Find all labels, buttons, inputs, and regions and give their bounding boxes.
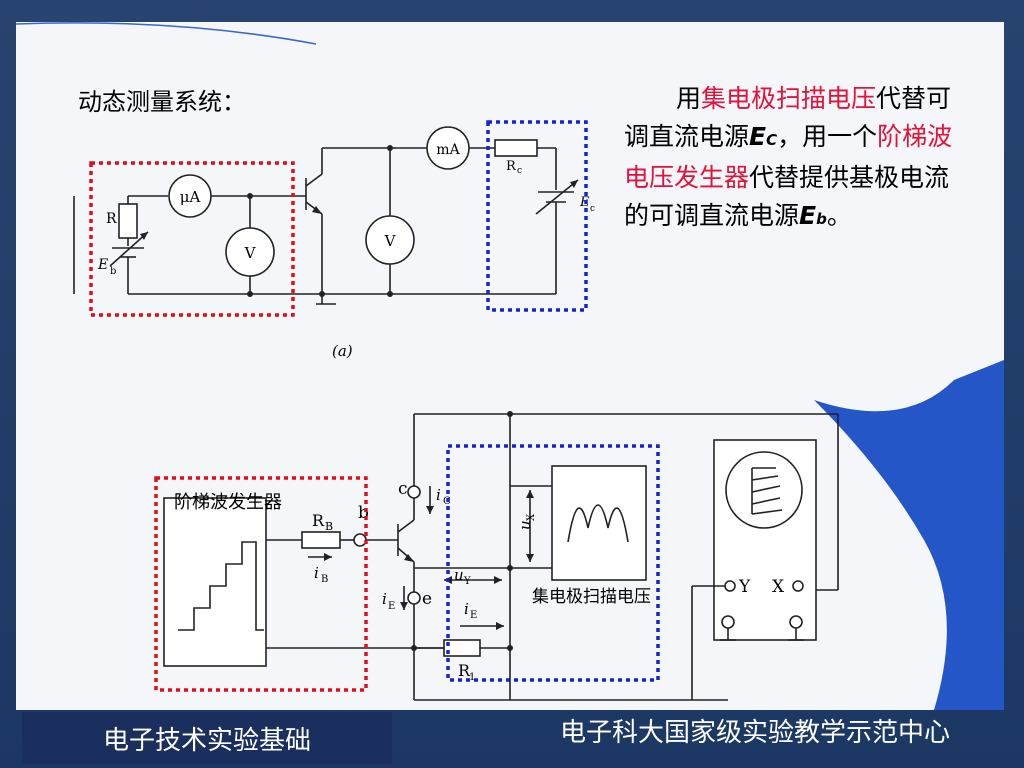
label-ib-sub: B: [321, 574, 328, 585]
label-uy-sub: Y: [463, 576, 471, 587]
label-r1: R: [458, 661, 471, 680]
label-ec-sub: c: [590, 204, 595, 214]
label-c: c: [398, 479, 408, 499]
label-ib: i: [314, 564, 319, 582]
label-ie-left: i: [382, 590, 387, 608]
generator-label: 阶梯波发生器: [174, 492, 282, 513]
desc-part: 代替可调直流电源: [624, 84, 952, 151]
symbol-ec-sub: C: [766, 131, 778, 149]
blue-box-scan-source: [446, 444, 660, 682]
label-ux-sub: X: [526, 513, 537, 521]
decor-swoosh: [16, 22, 317, 45]
description-text: 用集电极扫描电压代替可调直流电源EC，用一个阶梯波电压发生器代替提供基极电流的可…: [624, 80, 954, 238]
circuit-a: R E b μA V V mA R c E c (a): [73, 120, 595, 360]
footer-center-name: 电子科大国家级实验教学示范中心: [559, 717, 950, 748]
desc-highlight-scan: 集电极扫描电压: [701, 84, 877, 113]
label-ie-left-sub: E: [388, 601, 395, 612]
footer-course-title: 电子技术实验基础: [22, 712, 392, 764]
label-ie-right: i: [464, 600, 469, 618]
label-eb-sub: b: [110, 266, 116, 277]
decor-corner: [814, 360, 1004, 710]
desc-highlight-stair: 阶梯波电压发生器: [624, 122, 953, 192]
label-rb: R: [312, 511, 325, 530]
desc-part: ，用一个: [777, 122, 878, 151]
label-r: R: [106, 211, 117, 227]
blue-box-collector-source: [486, 120, 588, 312]
label-rc: R: [506, 159, 517, 174]
label-ux: u: [516, 520, 534, 530]
label-rc-sub: c: [517, 166, 522, 176]
red-box-staircase-generator: [154, 476, 368, 692]
label-rb-sub: B: [325, 520, 333, 533]
symbol-eb: E: [799, 201, 817, 230]
scope-y-label: Y: [738, 577, 751, 597]
desc-part: 代替提供基极电流的可调直流电源: [624, 163, 950, 230]
meter-v-mid-label: V: [384, 232, 397, 250]
caption-a: (a): [332, 342, 353, 360]
label-r1-sub: 1: [469, 672, 475, 683]
label-b: b: [358, 503, 369, 523]
meter-v-left-label: V: [244, 244, 257, 262]
slide-canvas: 动态测量系统： 用集电极扫描电压代替可调直流电源EC，用一个阶梯波电压发生器代替…: [16, 22, 1004, 710]
label-eb: E: [97, 257, 108, 273]
desc-part: 用: [676, 84, 702, 113]
meter-ua-label: μA: [180, 188, 201, 206]
label-e: e: [422, 589, 432, 609]
desc-part: 。: [826, 201, 852, 230]
symbol-eb-sub: b: [816, 210, 827, 228]
scope-x-label: X: [772, 577, 785, 597]
label-ie-right-sub: E: [470, 610, 477, 621]
label-ic: i: [436, 486, 441, 504]
scan-voltage-label: 集电极扫描电压: [532, 587, 651, 607]
red-box-base-source: [89, 161, 295, 317]
symbol-ec: E: [749, 122, 767, 151]
meter-ma-label: mA: [436, 142, 460, 158]
section-heading: 动态测量系统：: [78, 88, 246, 116]
circuit-b: 阶梯波发生器 R B i B b c e i C i E i E u Y u X…: [154, 411, 839, 701]
label-uy: u: [454, 566, 464, 584]
